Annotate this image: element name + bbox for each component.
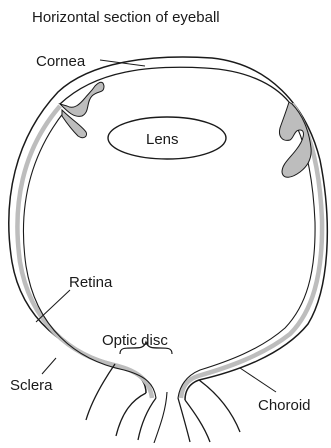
retina-label: Retina [69, 274, 113, 291]
choroid-leader-line [240, 368, 276, 392]
lens-label: Lens [146, 131, 179, 148]
choroid-label: Choroid [258, 397, 311, 414]
optic-nerve-center [154, 392, 167, 443]
optic-nerve-sheath-right [199, 380, 240, 432]
optic-disc-label: Optic disc [102, 332, 168, 349]
sclera-label: Sclera [10, 377, 53, 394]
diagram-title: Horizontal section of eyeball [32, 9, 220, 26]
optic-nerve-left-outer [116, 393, 146, 436]
cornea-inner-boundary [60, 67, 289, 104]
retina-leader-line [36, 290, 70, 322]
optic-nerve-left-inner [138, 398, 156, 440]
sclera-leader-line [42, 358, 56, 374]
cornea-leader-line [100, 60, 145, 66]
right-ciliary-body [279, 102, 311, 177]
cornea-label: Cornea [36, 53, 86, 70]
optic-nerve-sheath-left [86, 364, 115, 420]
